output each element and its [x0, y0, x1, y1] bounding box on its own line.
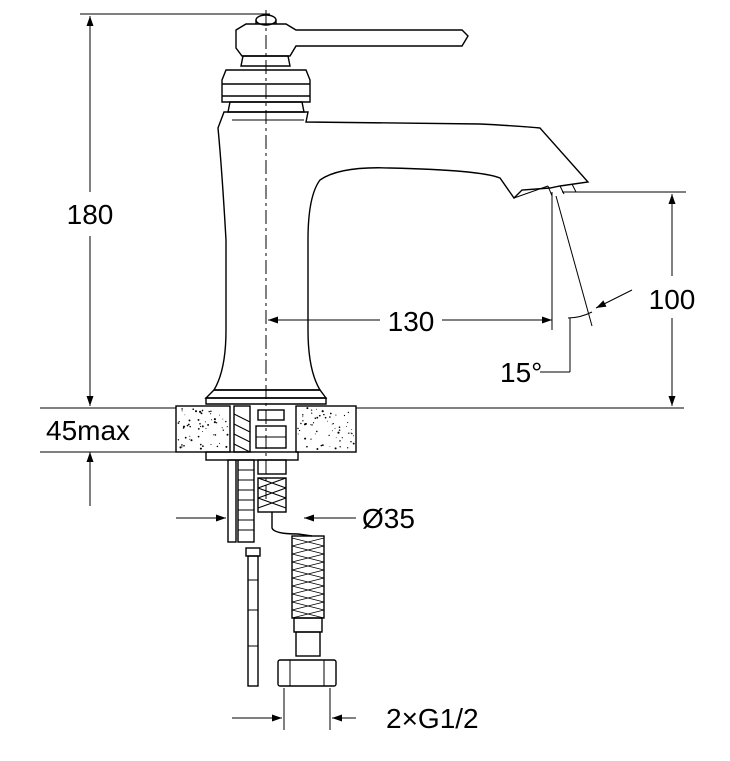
spout-height-label: 100 [649, 284, 696, 315]
dimension-spout-height: 100 [562, 191, 696, 406]
countertop-section [175, 405, 684, 453]
mounting-hardware [205, 405, 337, 687]
dimension-total-height: 180 [67, 13, 270, 406]
countertop-speckles [177, 407, 355, 450]
braided-hose [291, 537, 325, 619]
spout-reach-label: 130 [388, 306, 435, 337]
dimension-shank-diameter: Ø35 [176, 503, 415, 534]
total-height-label: 180 [67, 199, 114, 230]
deck-thickness-label: 45max [46, 415, 130, 446]
faucet-body [204, 14, 590, 405]
connections-label: 2×G1/2 [386, 703, 479, 734]
spout-angle-label: 15° [500, 357, 542, 388]
shank-diameter-label: Ø35 [362, 503, 415, 534]
dimension-connections: 2×G1/2 [232, 688, 479, 734]
dimension-deck-thickness: 45max [40, 407, 176, 506]
dimension-spout-reach: 130 [268, 192, 553, 337]
dimension-spout-angle: 15° [500, 195, 633, 388]
